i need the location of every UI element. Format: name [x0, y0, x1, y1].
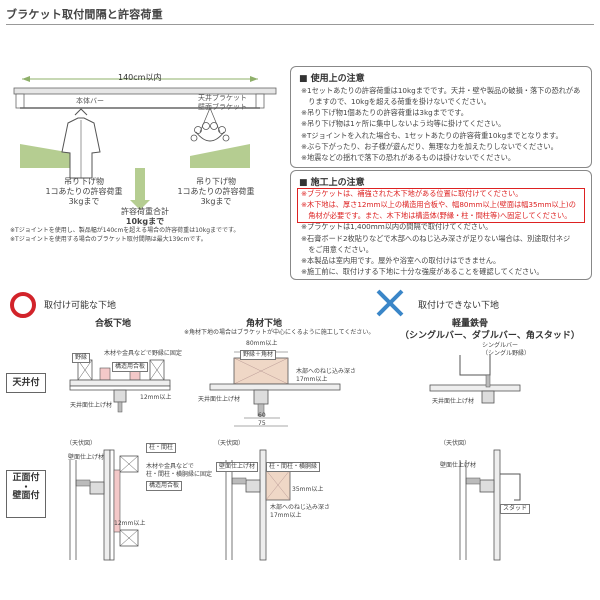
lumber-column-note: ※角材下地の場合はブラケットが中心にくるように施工してください。 — [184, 329, 375, 336]
wall-finish-label: 壁面仕上げ材 — [68, 454, 105, 461]
wall-lumber-screw-value: 17mm以上 — [270, 512, 302, 519]
wall-plywood-label: 構造用合板 — [146, 481, 183, 491]
ceiling-finish-label: 天井面仕上げ材 — [70, 402, 113, 409]
install-note: をご用意ください。 — [301, 244, 373, 254]
wall-lumber-post-label: 柱・間柱・横胴縁 — [266, 462, 321, 472]
ng-cross-icon — [376, 289, 404, 317]
lumber-dim-75: 75 — [258, 420, 266, 427]
install-warning: 角材が必要です。また、木下地は構造体(野縁・柱・間柱等)へ固定してください。 — [301, 211, 572, 221]
single-bar-label: シングルバー — [482, 342, 519, 349]
usage-notes-list: ※1セットあたりの許容荷重は10kgまでです。天井・壁や製品の破損・落下の恐れが… — [301, 85, 580, 163]
row-label-ceiling: 天井付 — [6, 373, 46, 393]
page-title: ブラケット取付間隔と許容荷重 — [6, 8, 163, 21]
wall-plywood-depth: 12mm以上 — [114, 520, 146, 527]
install-notes-box: ■ 施工上の注意 ※ブラケットは、補強された木下地がある位置に取付けてください。… — [290, 170, 592, 280]
stud-label: スタッド — [500, 504, 531, 514]
usage-note: りますので、10kgを超える荷重を掛けないでください。 — [301, 97, 491, 107]
usage-note: ※Tジョイントを入れた場合も、1セットあたりの許容荷重10kgまでとなります。 — [301, 130, 563, 140]
ceiling-bracket-label: 天井ブラケット — [198, 94, 247, 102]
wall-lumber-diagram — [225, 449, 291, 561]
plywood-label: 構造用合板 — [112, 362, 149, 372]
ceiling-lumber-diagram — [209, 351, 341, 427]
ok-header: 取付け可能な下地 — [44, 301, 117, 311]
lumber-finish-label: 天井面仕上げ材 — [198, 396, 241, 403]
post-label: 柱・間柱 — [146, 443, 177, 453]
nobuchi-label: 野縁 — [72, 353, 91, 363]
lumber-column-title: 角材下地 — [246, 319, 283, 329]
plywood-depth-label: 12mm以上 — [140, 394, 172, 401]
ng-material-types: （シングルバー、ダブルバー、角スタッド） — [400, 331, 580, 341]
left-load-label: 吊り下げ物 1コあたりの許容荷重 3kgまで — [45, 177, 123, 206]
ng-material-title: 軽量鉄骨 — [452, 319, 489, 329]
footnote-tjoint-load: ※Tジョイントを使用し、製品幅が140cmを超える場合の許容荷重は10kgまでで… — [10, 227, 240, 234]
right-load-label: 吊り下げ物 1コあたりの許容荷重 3kgまで — [177, 177, 255, 206]
usage-note: ※地震などの揺れで落下の恐れがあるものは掛けないでください。 — [301, 152, 516, 162]
wall-lumber-width: 35mm以上 — [292, 486, 324, 493]
plywood-column-title: 合板下地 — [95, 319, 132, 329]
install-warning: ※木下地は、厚さ12mm以上の構造用合板や、幅80mm以上(壁面は幅35mm以上… — [301, 200, 576, 210]
nobuchi-lumber-label: 野縁＋角材 — [240, 350, 277, 360]
ceiling-ng-diagram — [429, 355, 521, 404]
wall-fix-note-1: 木材や金具などで — [146, 463, 194, 470]
install-warning-box — [297, 188, 585, 223]
span-label: 140cm以内 — [118, 73, 162, 82]
wall-ng-diagram — [459, 449, 521, 561]
usage-notes-title: ■ 使用上の注意 — [299, 74, 365, 84]
usage-note: ※1セットあたりの許容荷重は10kgまでです。天井・壁や製品の破損・落下の恐れが… — [301, 86, 581, 95]
fix-note-label: 木材や金具などで野縁に固定 — [104, 350, 182, 357]
total-load-label: 許容荷重合計 10kgまで — [121, 207, 169, 226]
title-divider — [6, 24, 594, 25]
wall-bracket-label: 壁面ブラケット — [198, 103, 247, 111]
install-note: ※本製品は室内用です。屋外や浴室への取付けはできません。 — [301, 255, 501, 265]
install-note: ※プラケットは1,400mm以内の間隔で取付けてください。 — [301, 222, 493, 232]
row-label-wall: 正面付 ・ 壁面付 — [6, 470, 46, 518]
wall-ng-finish-label: 壁面仕上げ材 — [440, 462, 477, 469]
ng-header: 取付けできない下地 — [418, 301, 500, 311]
install-notes-title: ■ 施工上の注意 — [299, 178, 365, 188]
screw-depth-label: 木部へのねじ込み深さ — [296, 368, 357, 375]
install-warning: ※ブラケットは、補強された木下地がある位置に取付けてください。 — [301, 189, 523, 198]
install-notes-list: ※ブラケットは、補強された木下地がある位置に取付けてください。 ※木下地は、厚さ… — [301, 188, 576, 277]
install-note: ※石膏ボード2枚貼りなどで木部へのねじ込み深さが足りない場合は、別途取付ネジ — [301, 233, 571, 243]
usage-note: ※ぶら下がったり、お子様が遊んだり、無理な力を加えたりしないでください。 — [301, 141, 558, 151]
usage-notes-box: ■ 使用上の注意 ※1セットあたりの許容荷重は10kgまでです。天井・壁や製品の… — [290, 66, 592, 168]
usage-note: ※吊り下げ物は1ヶ所に集中しないよう均等に掛けてください。 — [301, 119, 506, 129]
wall-view-label: （天伏図） — [66, 440, 97, 447]
bar-label: 本体バー — [76, 97, 104, 105]
ng-ceiling-finish-label: 天井面仕上げ材 — [432, 398, 475, 405]
wall-ng-view-label: （天伏図） — [440, 440, 471, 447]
install-note: ※施工前に、取付けする下地に十分な強度があることを確認してください。 — [301, 267, 544, 277]
usage-note: ※吊り下げ物1個あたりの許容荷重は3kgまでです。 — [301, 108, 468, 118]
lumber-dim-60: 60 — [258, 412, 266, 419]
footnote-tjoint-span: ※Tジョイントを使用する場合のブラケット取付間隔は最大139cmです。 — [10, 236, 207, 243]
lumber-width-label: 80mm以上 — [246, 340, 278, 347]
screw-depth-value: 17mm以上 — [296, 376, 328, 383]
ok-circle-icon — [10, 292, 36, 318]
wall-lumber-finish-label: 壁面仕上げ材 — [216, 462, 259, 472]
wall-lumber-view-label: （天伏図） — [214, 440, 245, 447]
wall-fix-note-2: 柱・間柱・横胴縁に固定 — [146, 471, 213, 478]
bracket-span-diagram — [13, 76, 277, 210]
single-nobuchi-label: （シングル野縁） — [482, 350, 531, 357]
wall-plywood-diagram — [69, 449, 139, 561]
wall-lumber-screw-label: 木部へのねじ込み深さ — [270, 504, 331, 511]
ceiling-plywood-diagram — [69, 359, 171, 413]
